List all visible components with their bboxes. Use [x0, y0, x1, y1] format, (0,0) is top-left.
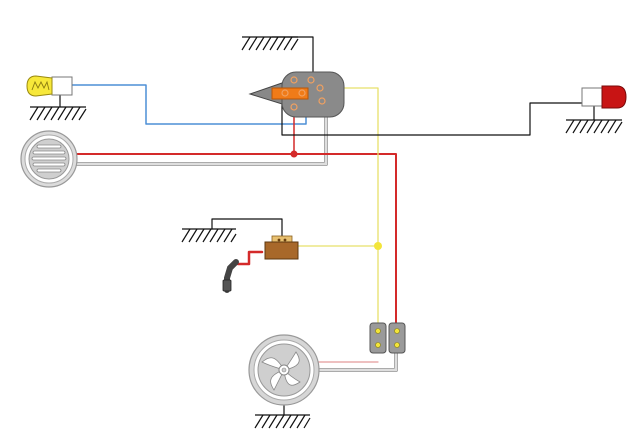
red-wire [75, 153, 397, 327]
connector-pins [375, 328, 400, 348]
red-junction-dot [290, 150, 298, 158]
yellow-wire [319, 87, 379, 327]
ground-symbol-headlight [29, 95, 87, 121]
connector-icon[interactable] [369, 322, 406, 354]
horn-grille [31, 144, 67, 173]
bulb-icon[interactable] [26, 75, 73, 97]
magneto-icon[interactable] [248, 334, 320, 406]
horn-icon[interactable] [20, 130, 78, 188]
grey-wire [72, 99, 398, 372]
ground-symbol-magneto [254, 402, 311, 429]
wires [71, 36, 585, 372]
spark-plug-icon[interactable] [222, 259, 239, 293]
black-wire [281, 87, 585, 136]
tail-lamp-icon[interactable] [581, 85, 627, 109]
ground-symbol-top [241, 36, 299, 51]
switch-icon[interactable] [248, 71, 345, 118]
yellow-junction-dot [374, 242, 382, 250]
coil-icon[interactable] [264, 235, 299, 260]
magneto-blades [261, 351, 301, 391]
switch-terminals [281, 76, 326, 111]
ground-symbol-coil [181, 228, 237, 243]
ground-symbol-tail [565, 106, 623, 134]
